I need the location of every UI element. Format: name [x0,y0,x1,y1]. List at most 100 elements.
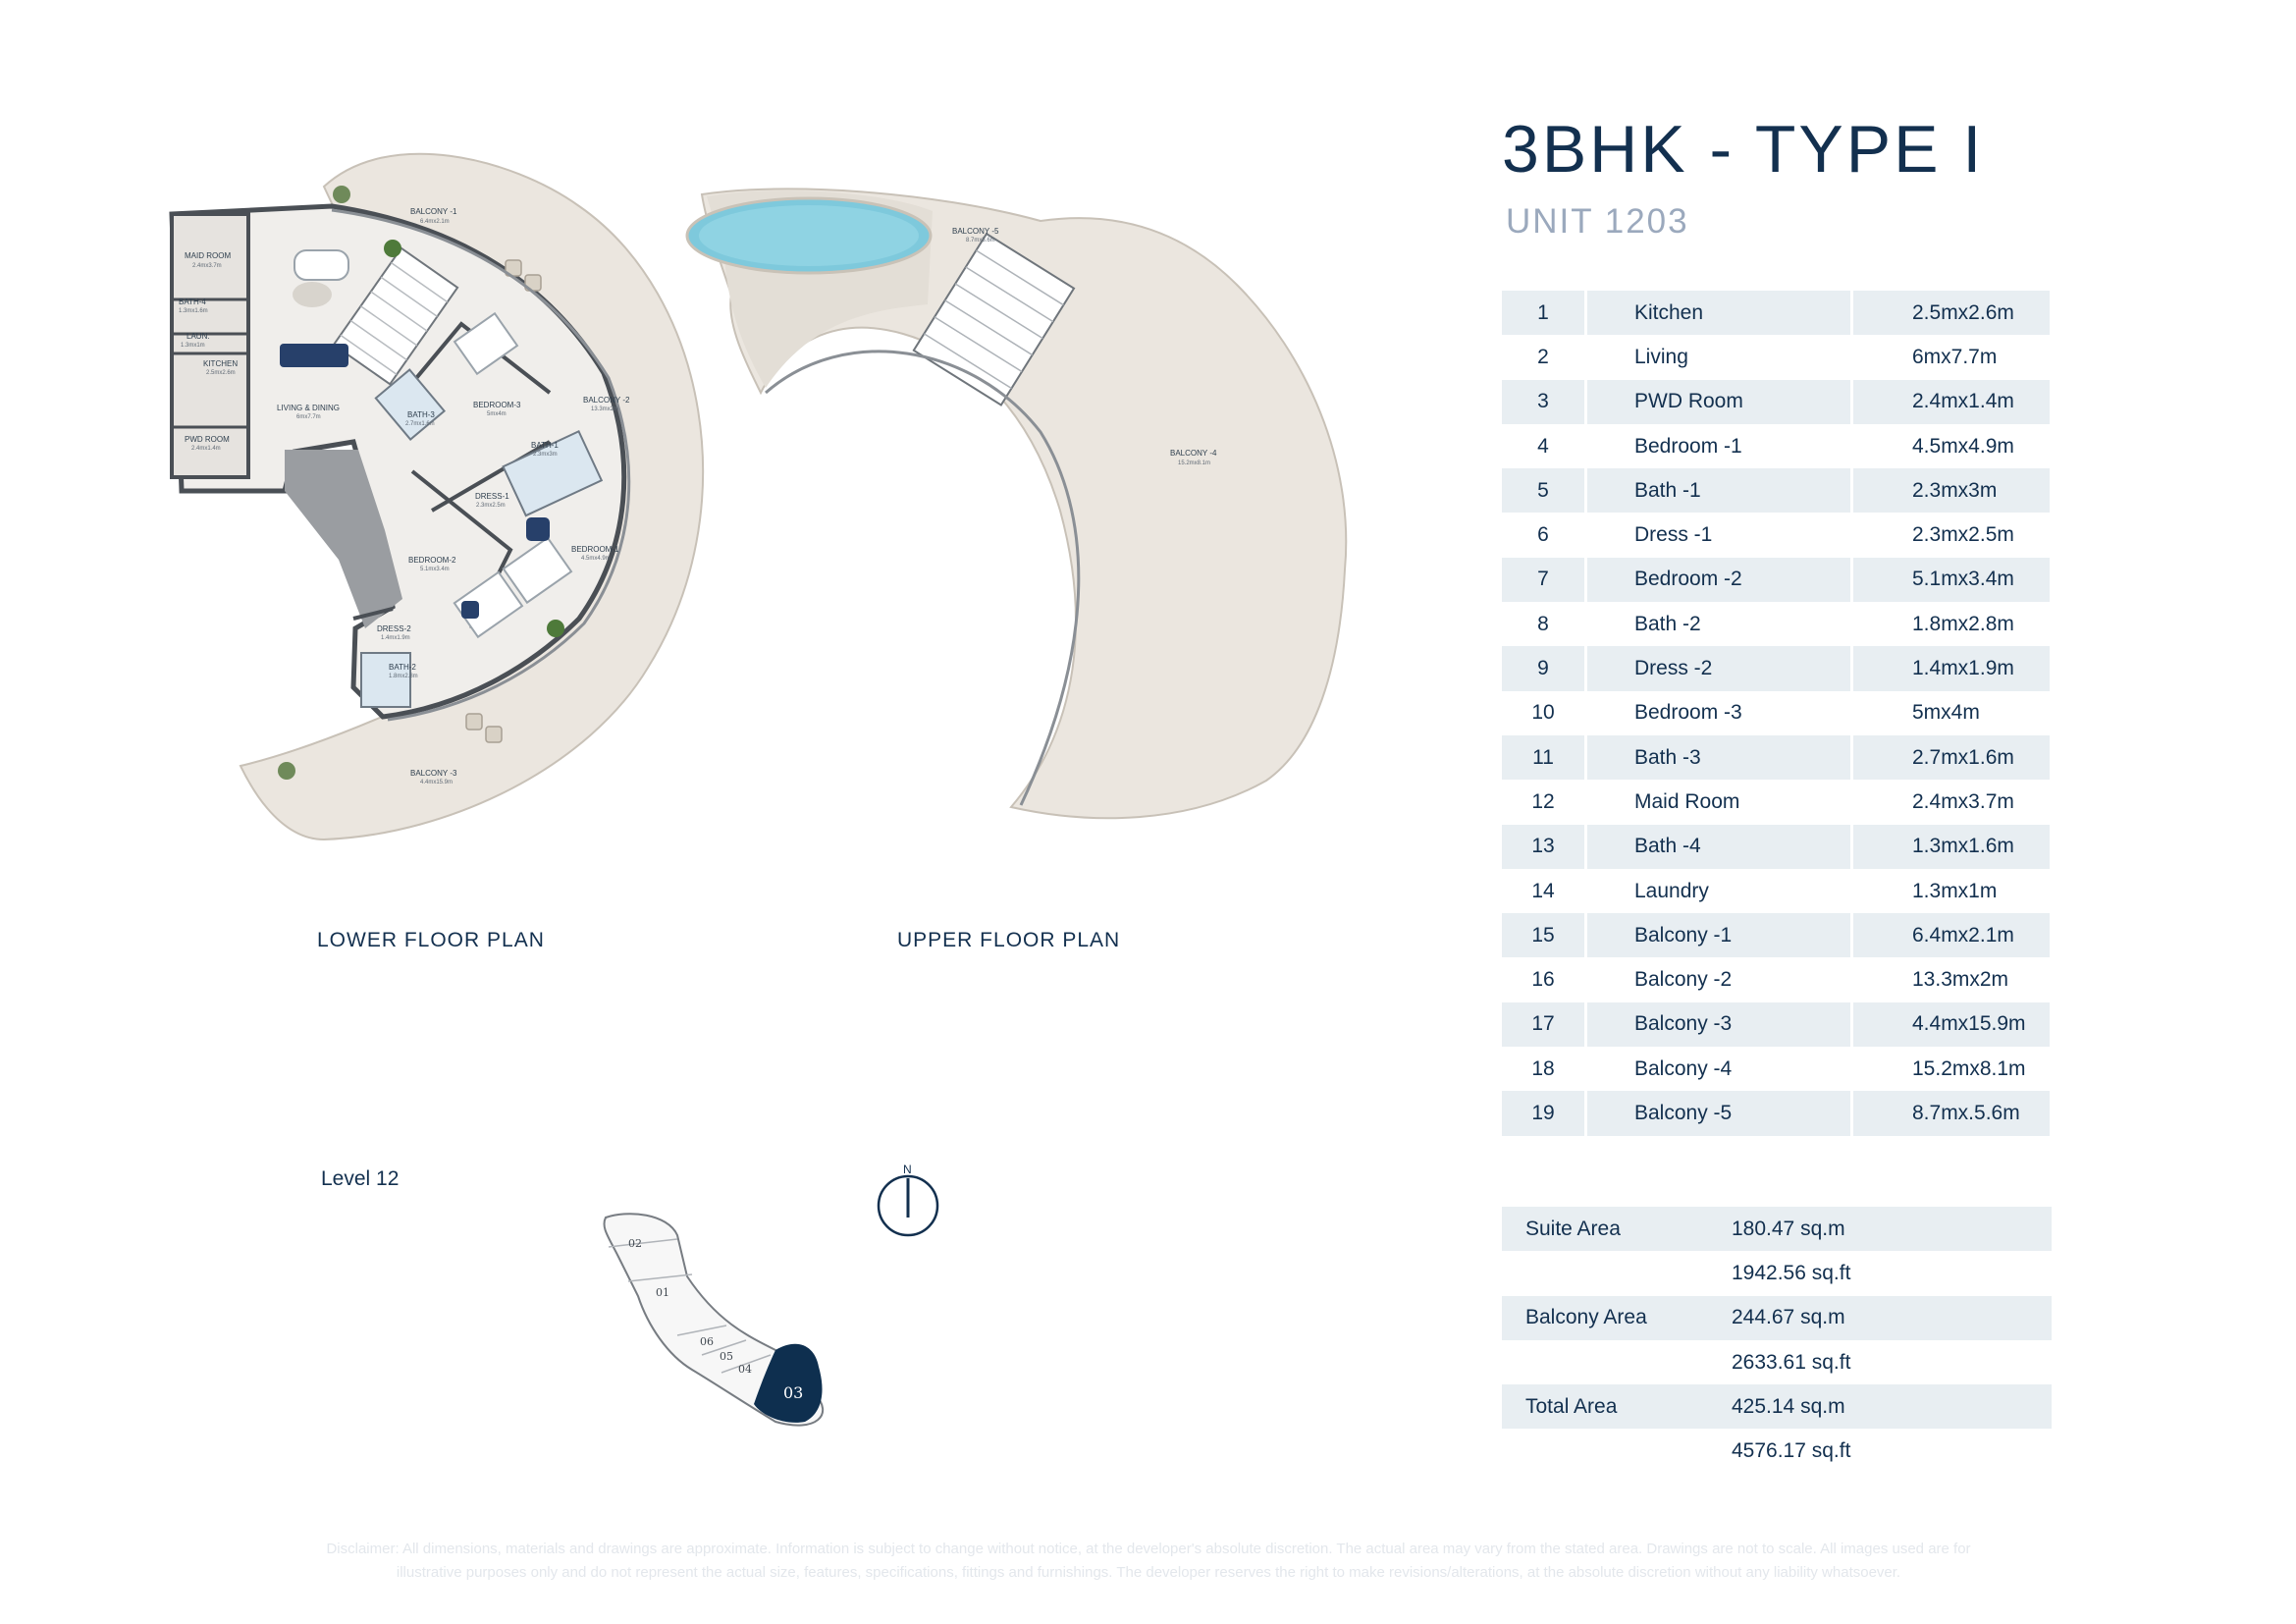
room-size: 1.3mx1.6m [1853,824,2050,869]
svg-text:DRESS-2: DRESS-2 [377,624,411,633]
room-number: 1 [1502,291,1587,336]
lower-balcony1-label: BALCONY -1 [410,207,457,216]
room-name: Balcony -4 [1587,1047,1853,1092]
room-name: Bedroom -1 [1587,423,1853,469]
svg-text:1.8mx2.8m: 1.8mx2.8m [389,674,418,679]
svg-text:BATH-4: BATH-4 [179,298,206,306]
room-name: Kitchen [1587,291,1853,336]
svg-text:BEDROOM-1: BEDROOM-1 [571,545,619,554]
room-size: 2.4mx1.4m [1853,379,2050,424]
area-row: 4576.17 sq.ft [1502,1429,2052,1473]
area-row: 1942.56 sq.ft [1502,1251,2052,1295]
room-size: 5.1mx3.4m [1853,557,2050,603]
room-size: 2.5mx2.6m [1853,291,2050,336]
room-size: 4.4mx15.9m [1853,1001,2050,1048]
room-size: 6.4mx2.1m [1853,913,2050,958]
room-number: 17 [1502,1001,1587,1048]
room-size: 5mx4m [1912,701,1980,725]
room-name: Bath -4 [1587,824,1853,869]
svg-text:BEDROOM-3: BEDROOM-3 [473,401,521,409]
key-plan: 02 01 06 05 04 03 [603,1213,825,1427]
room-name: Bedroom -3 [1587,690,1853,735]
room-size: 1.8mx2.8m [1912,612,2014,635]
room-name: Balcony -3 [1587,1001,1853,1048]
svg-text:03: 03 [783,1383,803,1402]
room-number: 10 [1502,690,1587,735]
svg-text:BATH-1: BATH-1 [531,441,559,450]
svg-text:13.3mx2m: 13.3mx2m [591,406,618,412]
svg-text:4.5mx4.9m: 4.5mx4.9m [581,556,611,562]
room-name: Bath -2 [1587,602,1853,647]
svg-text:1.3mx1.6m: 1.3mx1.6m [179,308,208,314]
upper-floor-plan-label: UPPER FLOOR PLAN [897,929,1121,951]
svg-text:MAID ROOM: MAID ROOM [185,251,231,260]
svg-text:2.4mx1.4m: 2.4mx1.4m [191,446,221,452]
room-size: 8.7mx.5.6m [1853,1091,2050,1136]
room-size: 13.3mx2m [1912,968,2009,992]
room-number: 13 [1502,824,1587,869]
upper-floor-plan: BALCONY -5 8.7mx5.6m BALCONY -4 15.2mx8.… [685,188,1348,820]
area-sqft: 1942.56 sq.ft [1732,1261,1851,1284]
room-name: Balcony -2 [1587,957,1853,1002]
svg-text:BATH-3: BATH-3 [407,410,435,419]
svg-text:BALCONY -5: BALCONY -5 [952,227,999,236]
svg-text:KITCHEN: KITCHEN [203,359,238,368]
room-number: 18 [1502,1047,1587,1092]
room-name: Balcony -1 [1587,913,1853,958]
room-size: 2.3mx2.5m [1912,523,2014,547]
svg-text:DRESS-1: DRESS-1 [475,492,509,501]
lower-floor-plan: BALCONY -1 6.4mx2.1m MAID ROOM 2.4mx3.7m… [169,152,705,841]
lower-floor-plan-label: LOWER FLOOR PLAN [317,929,545,951]
svg-text:2.3mx3m: 2.3mx3m [533,452,558,458]
room-number: 9 [1502,646,1587,691]
room-size: 2.3mx3m [1853,468,2050,514]
room-name: Dress -2 [1587,646,1853,691]
room-name: Balcony -5 [1587,1091,1853,1136]
area-label: Suite Area [1502,1207,1732,1252]
room-name: Bath -3 [1587,734,1853,781]
svg-text:BALCONY -3: BALCONY -3 [410,769,457,778]
svg-text:6mx7.7m: 6mx7.7m [296,414,321,420]
room-size: 2.4mx3.7m [1912,789,2014,813]
svg-text:06: 06 [700,1335,714,1348]
area-label: Balcony Area [1502,1295,1732,1340]
room-number: 14 [1502,868,1587,914]
room-number: 5 [1502,468,1587,514]
room-number: 7 [1502,557,1587,603]
room-name: Maid Room [1587,780,1853,825]
svg-text:4.4mx15.9m: 4.4mx15.9m [420,780,453,785]
room-name: Bath -1 [1587,468,1853,514]
svg-text:04: 04 [738,1363,752,1376]
svg-text:1.3mx1m: 1.3mx1m [181,343,205,349]
area-sqft: 2633.61 sq.ft [1732,1350,1851,1374]
room-number: 16 [1502,957,1587,1002]
north-arrow-icon: N [877,1163,939,1237]
room-number: 4 [1502,423,1587,469]
area-sqm: 180.47 sq.m [1732,1207,2052,1252]
svg-text:BALCONY -2: BALCONY -2 [583,396,630,405]
room-name: Bedroom -2 [1587,557,1853,603]
svg-text:BATH-2: BATH-2 [389,663,416,672]
room-size: 1.4mx1.9m [1853,646,2050,691]
svg-text:01: 01 [656,1286,669,1299]
room-number: 6 [1502,513,1587,558]
room-name: PWD Room [1587,379,1853,424]
room-size: 15.2mx8.1m [1912,1056,2026,1080]
